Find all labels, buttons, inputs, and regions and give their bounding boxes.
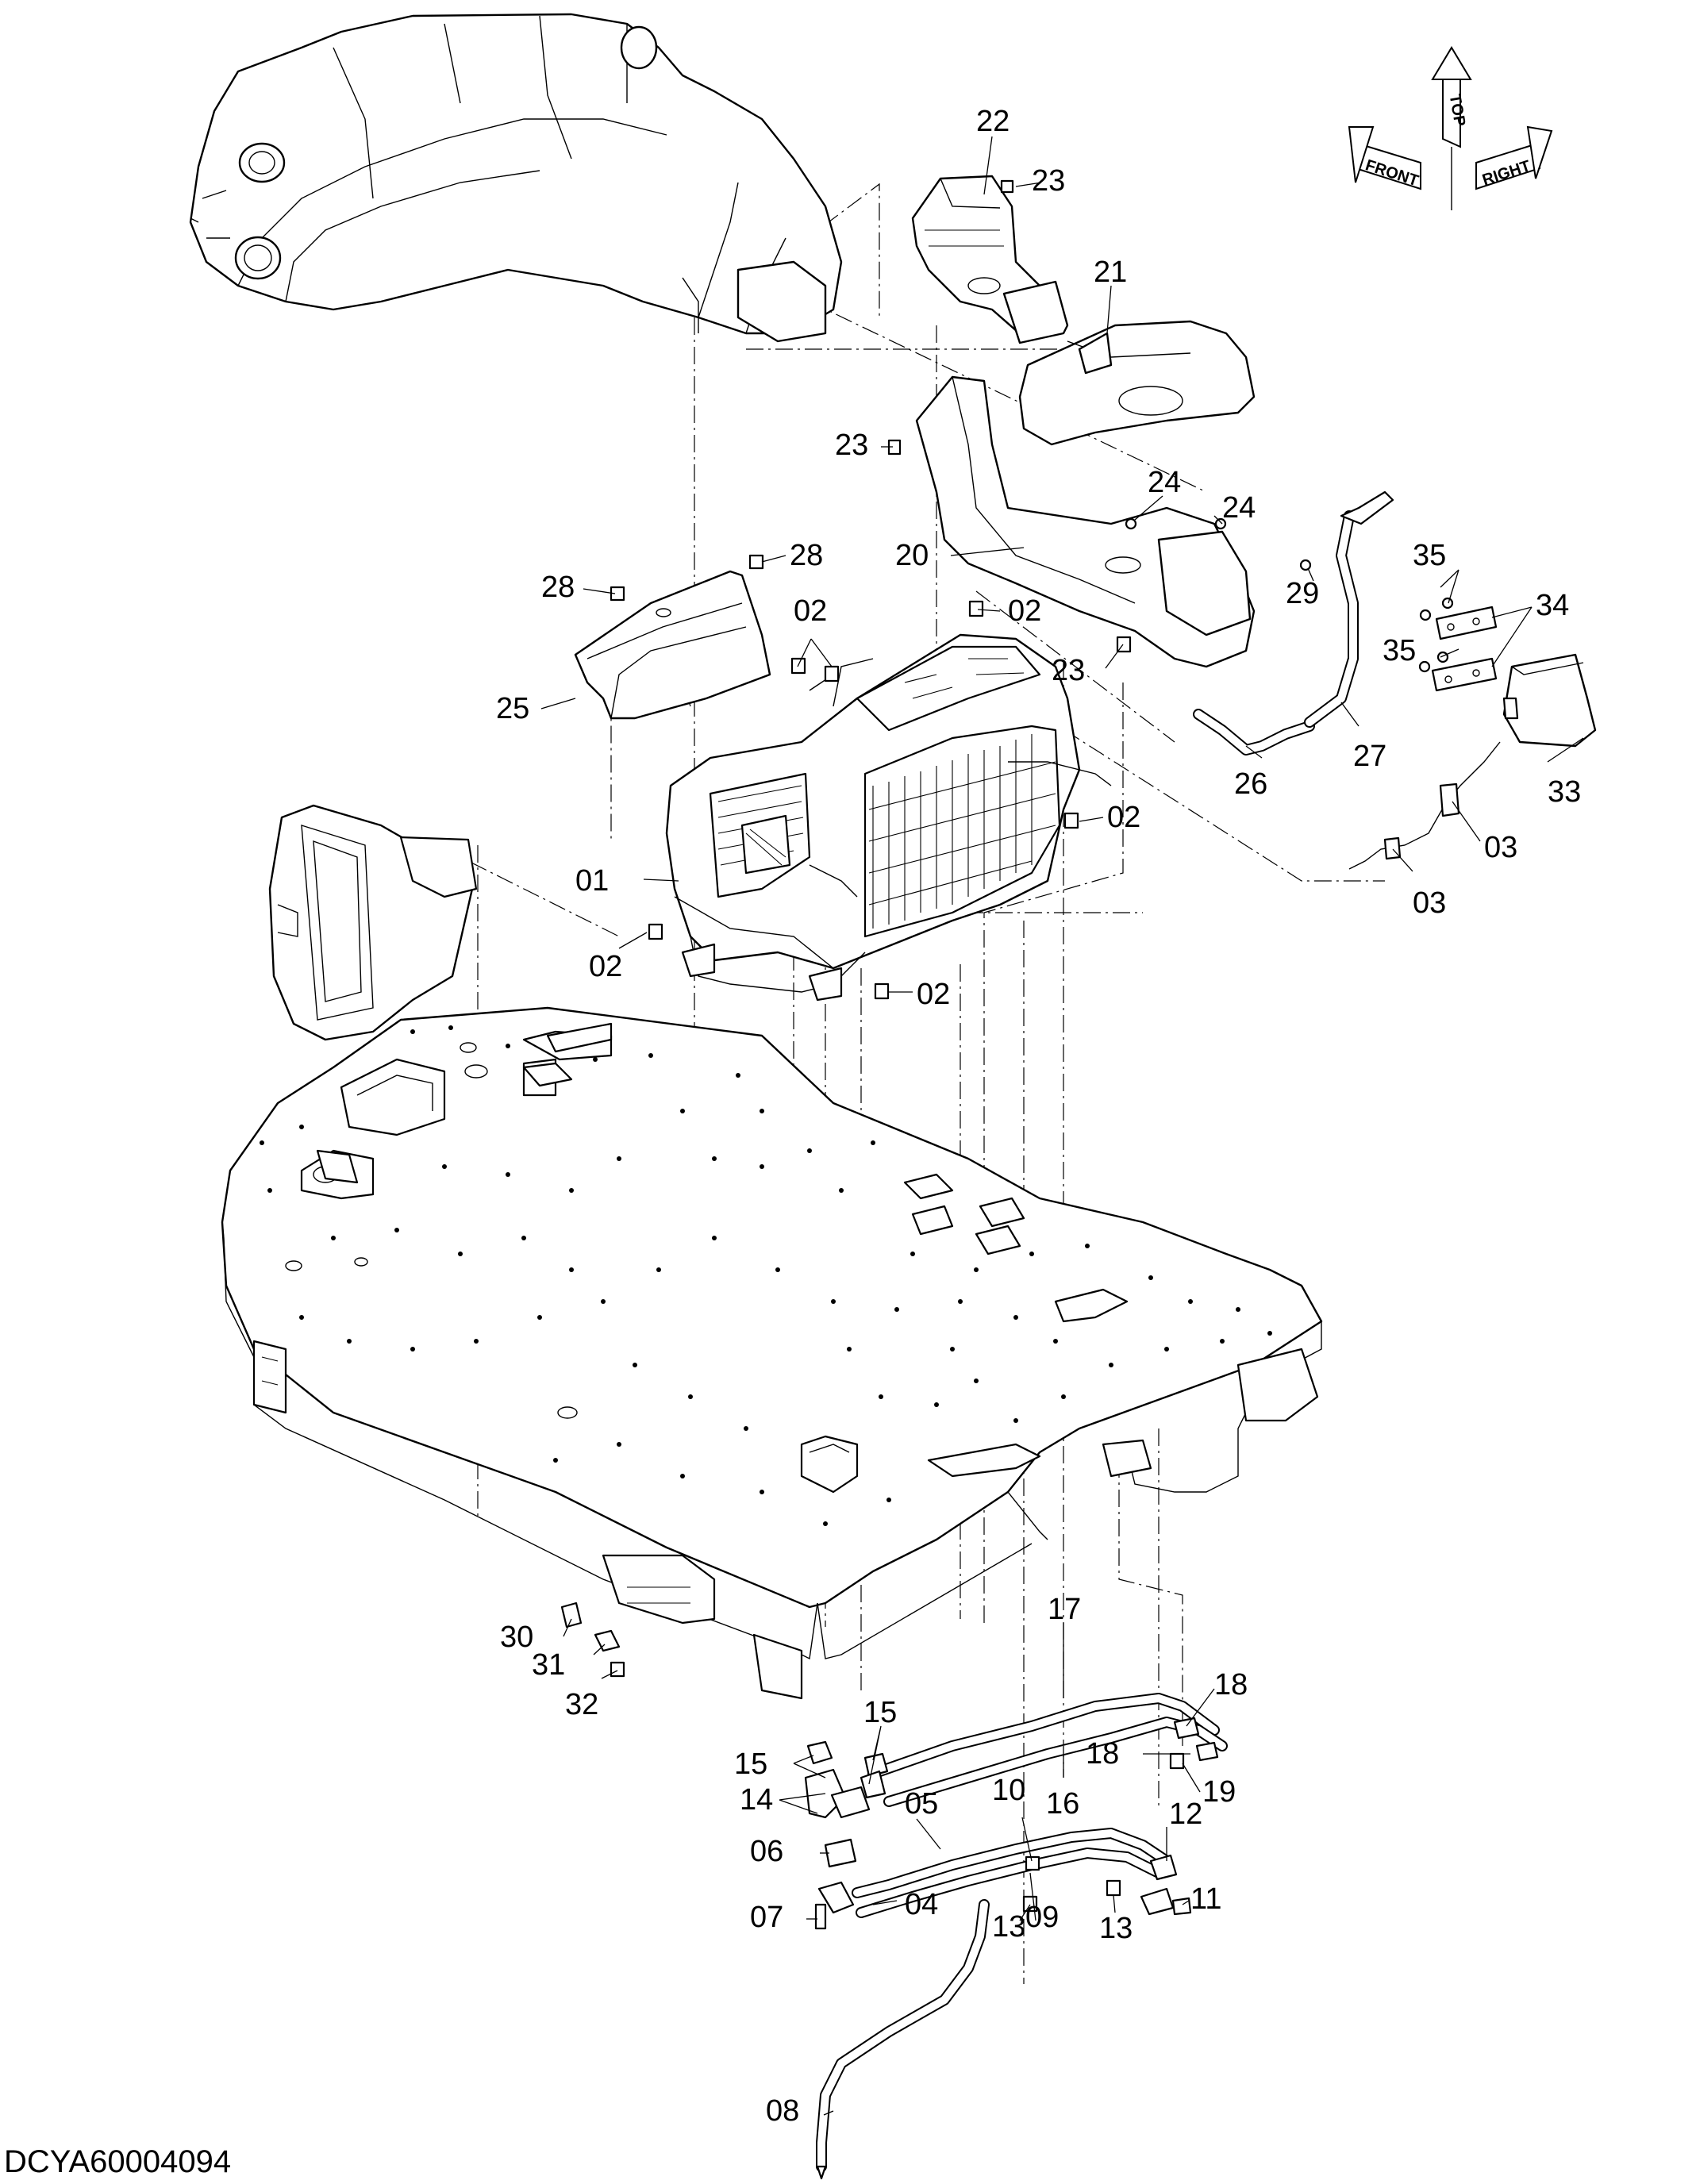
callout-02: 02: [1008, 594, 1041, 628]
upper-duct-assembly: [189, 13, 843, 343]
duct-22: [911, 175, 1069, 344]
callout-27: 27: [1353, 740, 1386, 773]
callout-18: 18: [1214, 1668, 1248, 1701]
callout-12: 12: [1169, 1798, 1202, 1831]
intake-duct: [268, 804, 478, 1041]
callout-19: 19: [1202, 1775, 1236, 1809]
heater-hoses-16-17: [867, 1693, 1228, 1807]
callout-10: 10: [992, 1774, 1025, 1807]
callout-35: 35: [1383, 634, 1416, 667]
callout-02: 02: [1107, 801, 1140, 834]
callout-04: 04: [905, 1888, 938, 1921]
callout-02: 02: [794, 594, 827, 628]
callout-23: 23: [1032, 164, 1065, 198]
orientation-indicator: FRONT TOP RIGHT: [1348, 46, 1553, 210]
callout-21: 21: [1094, 256, 1127, 289]
callout-02: 02: [917, 978, 950, 1011]
callout-34: 34: [1536, 589, 1569, 622]
callout-32: 32: [565, 1688, 598, 1721]
callout-15: 15: [734, 1748, 767, 1781]
cab-floor-plate: [221, 1006, 1323, 1700]
callout-22: 22: [976, 105, 1010, 138]
callout-01: 01: [575, 864, 609, 898]
floor-holes: [260, 1025, 1272, 1526]
callout-35: 35: [1413, 539, 1446, 572]
callout-28: 28: [790, 539, 823, 572]
leader-lines: [540, 136, 1584, 2116]
callout-29: 29: [1286, 577, 1319, 610]
callout-28: 28: [541, 571, 575, 604]
callout-17: 17: [1048, 1593, 1081, 1626]
heater-hoses-04-05: [852, 1828, 1172, 1918]
callout-24: 24: [1148, 466, 1181, 499]
callout-09: 09: [1025, 1901, 1059, 1934]
callout-06: 06: [750, 1835, 783, 1868]
callout-13: 13: [992, 1910, 1025, 1944]
callout-26: 26: [1234, 767, 1267, 801]
callout-23: 23: [835, 429, 868, 462]
callout-13: 13: [1099, 1912, 1133, 1945]
callout-labels: 22 23 21 23 24 24 20 28 28 02 02 23 25 2…: [496, 105, 1581, 2128]
callout-30: 30: [500, 1621, 533, 1654]
hvac-unit-01: [665, 633, 1112, 1002]
callout-07: 07: [750, 1901, 783, 1934]
callout-03: 03: [1413, 886, 1446, 920]
drain-hose-08: [816, 1899, 990, 2180]
duct-25: [574, 570, 771, 720]
callout-16: 16: [1046, 1787, 1079, 1821]
duct-21: [1018, 320, 1256, 446]
floor-brackets: [316, 1022, 613, 1184]
callout-11: 11: [1190, 1882, 1221, 1916]
fasteners: [560, 179, 1454, 1930]
callout-03: 03: [1484, 831, 1517, 864]
document-id: DCYA60004094: [4, 2144, 231, 2179]
callout-24: 24: [1222, 491, 1256, 525]
callout-14: 14: [740, 1783, 773, 1817]
drain-hose-26-27: [1193, 490, 1394, 756]
controller-33: [1502, 653, 1597, 748]
callout-18: 18: [1086, 1737, 1119, 1771]
duct-20: [915, 375, 1256, 668]
callout-31: 31: [532, 1648, 565, 1682]
callout-20: 20: [895, 539, 929, 572]
callout-08: 08: [766, 2094, 799, 2128]
callout-25: 25: [496, 692, 529, 725]
callout-23: 23: [1052, 654, 1085, 687]
callout-15: 15: [863, 1696, 897, 1729]
callout-05: 05: [905, 1787, 938, 1821]
callout-33: 33: [1548, 775, 1581, 809]
bracket-34: [1431, 606, 1498, 692]
callout-02: 02: [589, 950, 622, 983]
